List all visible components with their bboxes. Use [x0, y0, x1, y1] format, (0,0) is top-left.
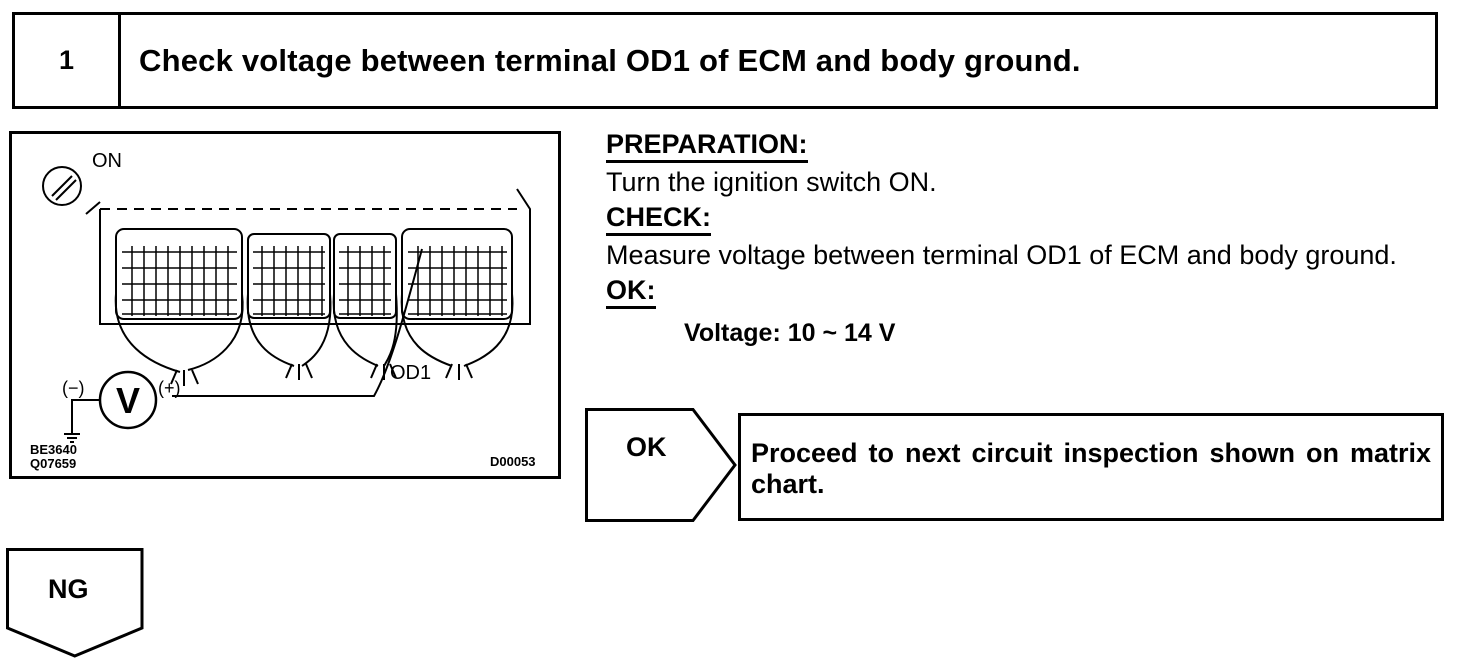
voltage-spec: Voltage: 10 ~ 14 V [684, 319, 896, 347]
ref-code-2: Q07659 [30, 456, 77, 471]
ok-result-label: OK [626, 432, 667, 462]
probe-leads [64, 248, 423, 443]
ng-result-label: NG [48, 574, 89, 604]
ref-code-1: BE3640 [30, 442, 77, 457]
plus-terminal-label: (+) [158, 378, 181, 398]
ok-action-box: Proceed to next circuit inspection shown… [738, 413, 1444, 521]
ignition-key-icon [42, 166, 82, 206]
minus-terminal-label: (−) [62, 378, 85, 398]
figure-code: D00053 [490, 454, 536, 469]
switch-on-label: ON [92, 150, 122, 172]
od1-terminal-label: OD1 [390, 362, 432, 384]
ng-arrow-shape [6, 548, 144, 658]
ecm-voltage-diagram: V ON (−) (+) OD1 BE3640 Q07659 D00053 [9, 131, 561, 479]
ok-arrow-shape [585, 408, 737, 522]
preparation-text: Turn the ignition switch ON. [606, 167, 937, 197]
preparation-heading: PREPARATION: [606, 128, 808, 163]
step-header: 1 Check voltage between terminal OD1 of … [12, 12, 1438, 109]
step-title: Check voltage between terminal OD1 of EC… [139, 42, 1081, 78]
step-number: 1 [15, 15, 121, 106]
ecm-connectors [115, 228, 513, 320]
voltmeter-icon: V [98, 370, 158, 430]
instruction-content: PREPARATION: Turn the ignition switch ON… [606, 128, 1446, 348]
ok-heading: OK: [606, 274, 656, 309]
svg-text:V: V [116, 380, 140, 421]
check-heading: CHECK: [606, 201, 711, 236]
check-text: Measure voltage between terminal OD1 of … [606, 240, 1397, 270]
ecm-connector-illustration: V [42, 166, 531, 443]
